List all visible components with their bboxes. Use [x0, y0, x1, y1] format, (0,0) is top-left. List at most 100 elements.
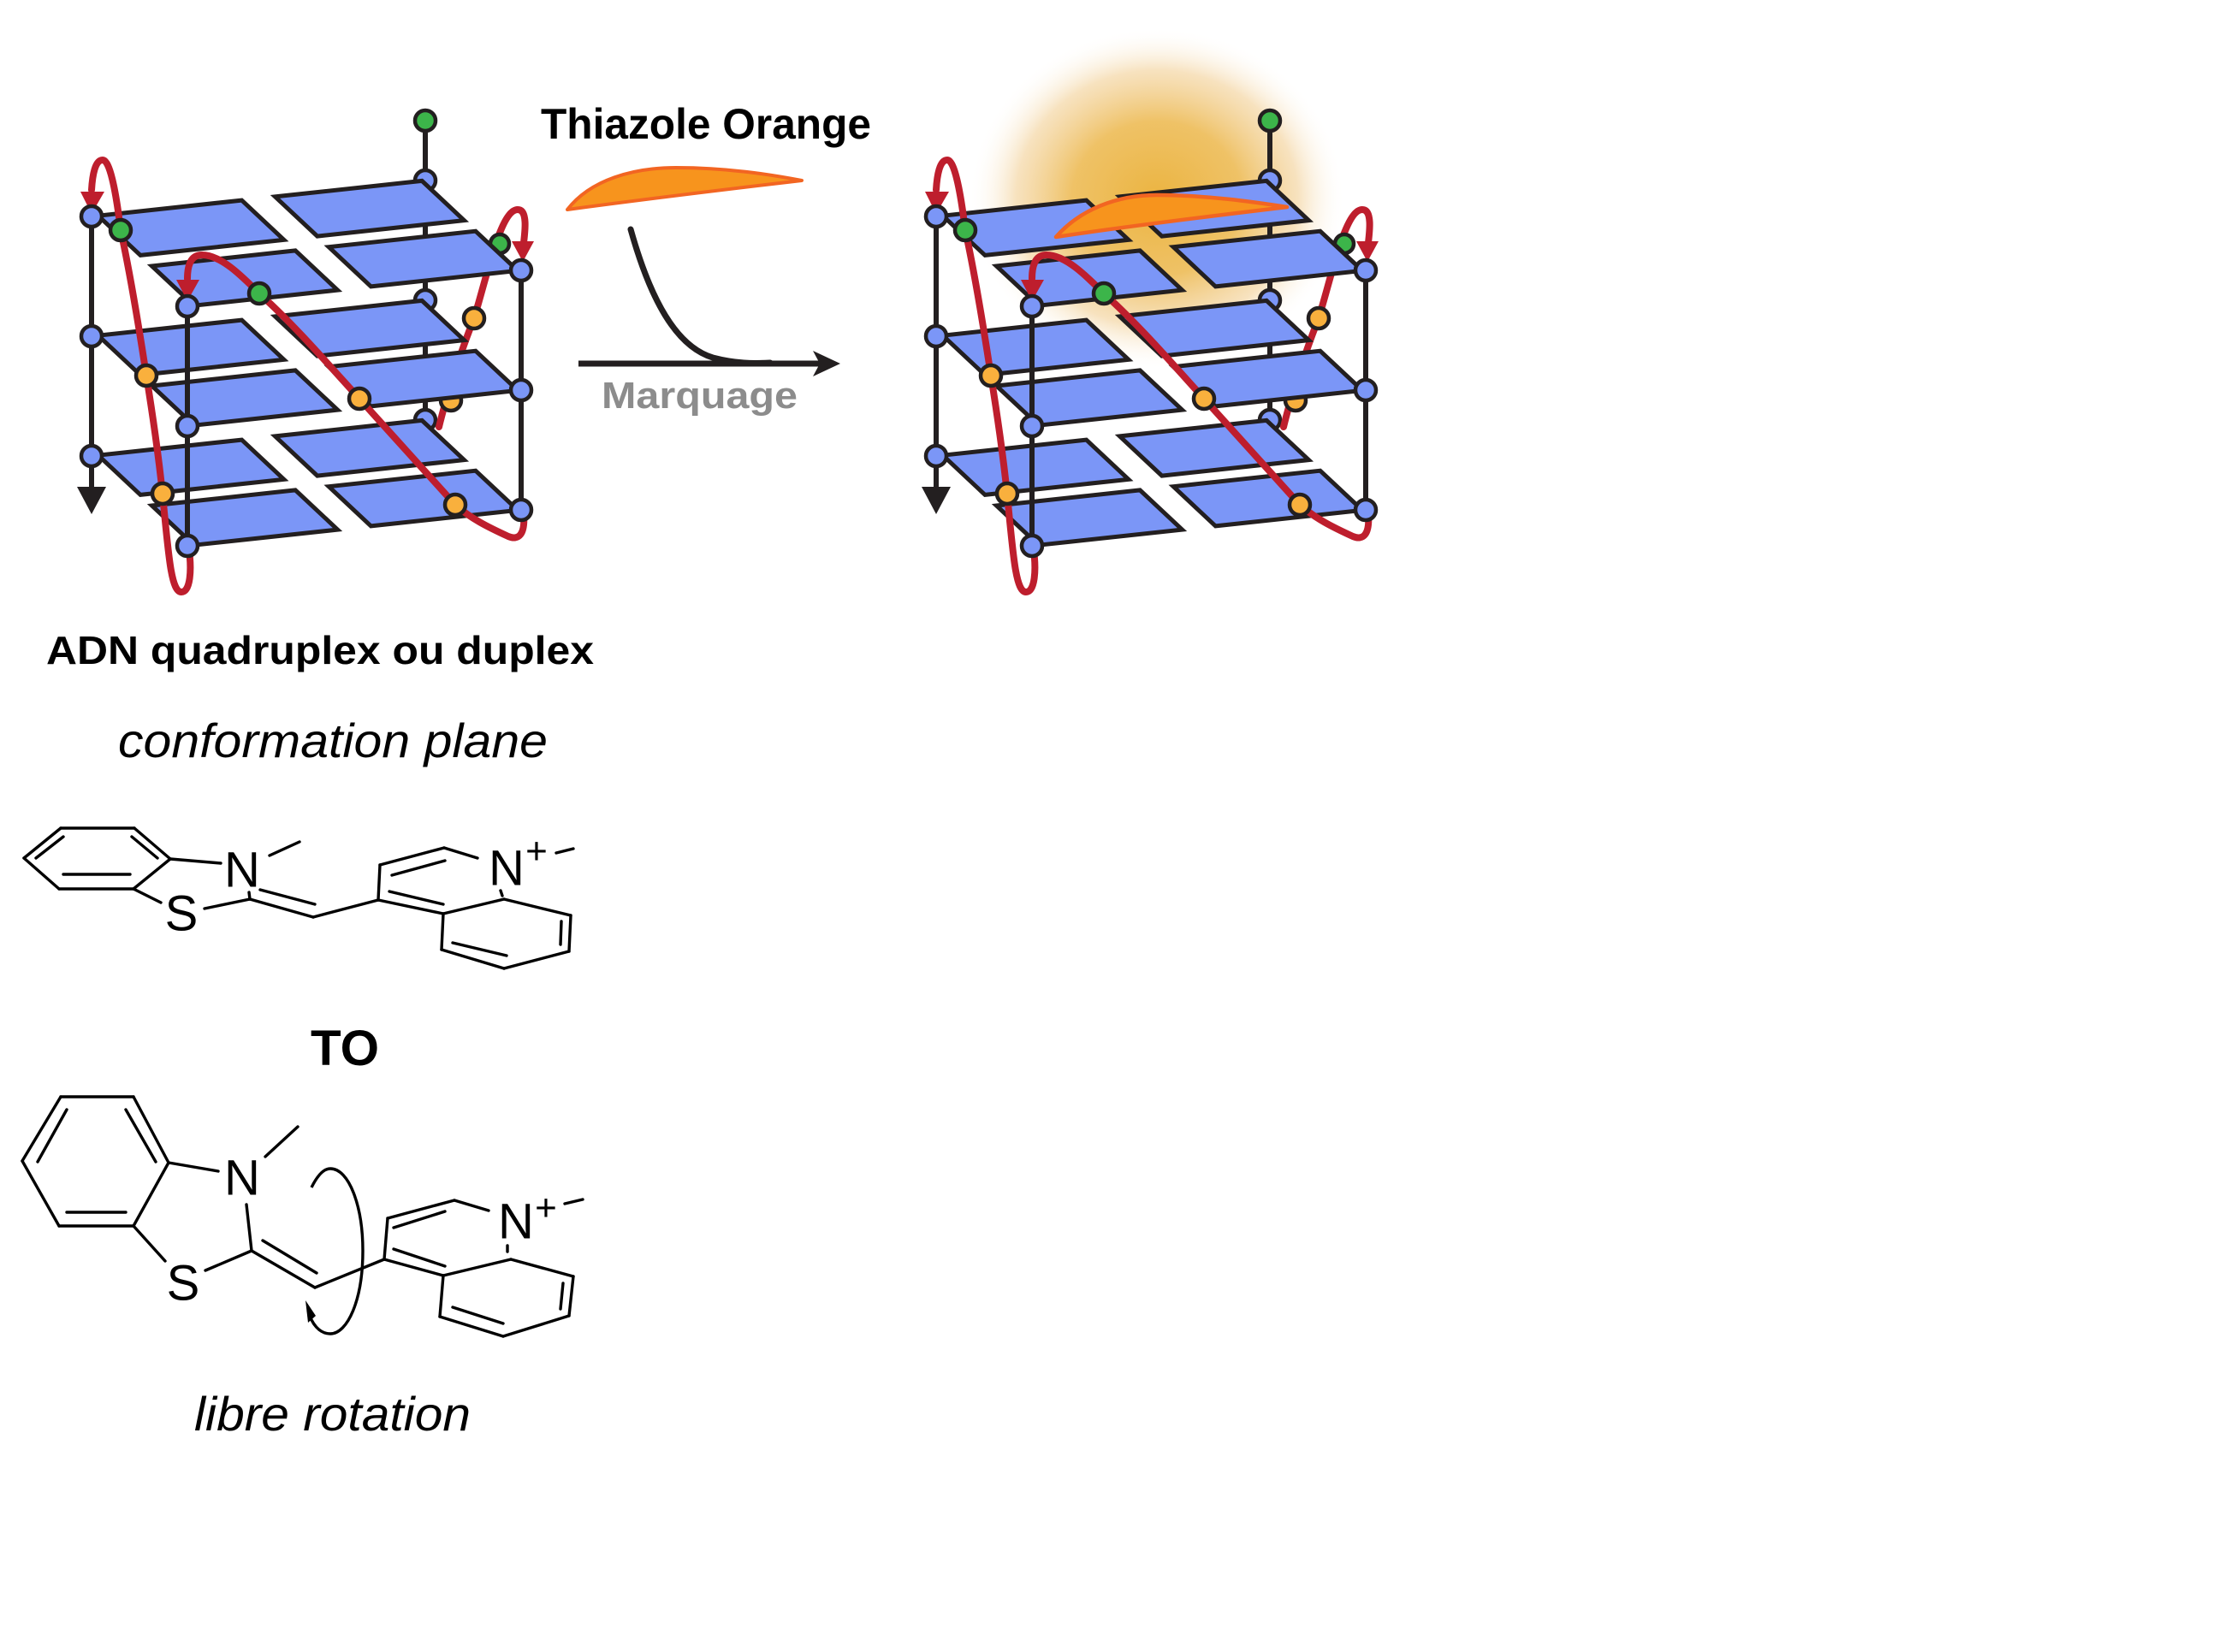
node-blue — [508, 497, 534, 523]
strand-arrowhead — [1356, 241, 1379, 262]
bond-line — [559, 920, 563, 946]
strand-arrowhead — [176, 280, 199, 301]
strand-arrowhead — [80, 192, 104, 214]
bond-line — [132, 887, 163, 904]
bond-line — [502, 950, 571, 970]
bead-orange — [133, 363, 159, 388]
bond-line — [453, 1199, 490, 1212]
node-blue — [923, 204, 949, 229]
node-blue — [79, 204, 104, 229]
node-blue — [1019, 413, 1045, 439]
reaction-arrow-icon — [578, 226, 840, 376]
bond-line — [442, 897, 506, 915]
bond-set — [21, 1095, 584, 1338]
bond-line — [567, 1275, 575, 1317]
bond-line — [501, 1314, 571, 1338]
molecule-planar: N S N + — [22, 826, 575, 970]
node-blue — [1019, 533, 1045, 559]
guanine-plate — [1114, 417, 1314, 478]
bond-line — [383, 1217, 389, 1261]
bond-line — [133, 826, 172, 861]
dye-blade-icon — [566, 166, 804, 211]
bond-line — [567, 914, 572, 953]
node-blue — [79, 323, 104, 349]
bond-line — [22, 856, 61, 891]
bond-line — [34, 835, 65, 860]
bond-line — [554, 847, 575, 855]
bead-green — [1091, 281, 1117, 306]
arrow-label: Marquage — [602, 375, 798, 417]
bond-line — [438, 1315, 505, 1338]
bond-line — [438, 1274, 445, 1318]
node-blue — [508, 258, 534, 283]
dna-structure-unlabeled — [77, 108, 534, 596]
bond-line — [502, 897, 572, 917]
dna-structure-labeled — [922, 108, 1379, 596]
molecule-rotating: N S N + — [21, 1095, 584, 1338]
atom-s: S — [165, 886, 199, 942]
bond-line — [245, 1203, 253, 1252]
bond-line — [440, 948, 506, 970]
node-blue — [1019, 293, 1045, 319]
bond-line — [36, 1108, 68, 1164]
strand-direction-arrowhead — [77, 487, 106, 514]
dye-title: Thiazole Orange — [541, 100, 871, 148]
bond-line — [392, 1247, 447, 1268]
bond-line — [169, 857, 222, 865]
guanine-plate — [93, 317, 289, 378]
bead-orange — [978, 363, 1004, 388]
atom-n-quinolinium: N — [489, 841, 525, 897]
rotation-caption: libre rotation — [194, 1387, 471, 1441]
strand-arrowhead — [925, 192, 949, 214]
bead-orange — [1306, 305, 1331, 331]
guanine-plate — [991, 488, 1188, 548]
bond-line — [390, 859, 447, 877]
bond-line — [124, 1108, 157, 1164]
bond-line — [392, 1210, 447, 1229]
strand-arrowhead — [512, 241, 534, 262]
bond-line — [442, 846, 479, 860]
bond-line — [132, 1224, 167, 1263]
bond-line — [250, 1249, 317, 1289]
reaction-group: Thiazole Orange Marquage — [541, 100, 871, 417]
bond-line — [22, 826, 62, 860]
bond-line — [264, 1125, 299, 1158]
node-blue — [175, 413, 200, 439]
bond-line — [499, 889, 504, 897]
strand-arrowhead — [1021, 280, 1044, 301]
bead-orange — [994, 481, 1020, 506]
bond-line — [204, 1249, 253, 1272]
node-blue — [175, 533, 200, 559]
bond-line — [313, 1258, 386, 1289]
node-blue — [508, 377, 534, 403]
node-blue — [923, 323, 949, 349]
node-blue — [1353, 377, 1379, 403]
bond-line — [440, 912, 445, 951]
bond-line — [451, 1306, 505, 1325]
bond-line — [383, 1258, 445, 1277]
bead-orange — [442, 492, 468, 518]
bead-green — [108, 217, 133, 243]
bond-line — [203, 897, 252, 910]
charge-plus: + — [525, 831, 548, 873]
bond-line — [509, 1258, 575, 1278]
bond-line — [132, 857, 172, 891]
bond-line — [261, 1239, 318, 1275]
bead-green — [1257, 108, 1283, 133]
node-blue — [923, 443, 949, 469]
compound-label: TO — [311, 1021, 379, 1076]
charge-plus: + — [535, 1187, 557, 1229]
bond-line — [378, 846, 446, 867]
guanine-plate — [1114, 298, 1314, 358]
bond-line — [268, 840, 301, 857]
node-blue — [79, 443, 104, 469]
dye-blade-icon — [1053, 192, 1290, 240]
bond-line — [167, 1161, 220, 1173]
bead-orange — [461, 305, 487, 331]
atom-n-benzothiazole: N — [224, 843, 260, 898]
dna-label: ADN quadruplex ou duplex — [46, 628, 594, 672]
guanine-plate — [1168, 468, 1367, 529]
node-blue — [1353, 497, 1379, 523]
bond-set — [22, 826, 575, 970]
